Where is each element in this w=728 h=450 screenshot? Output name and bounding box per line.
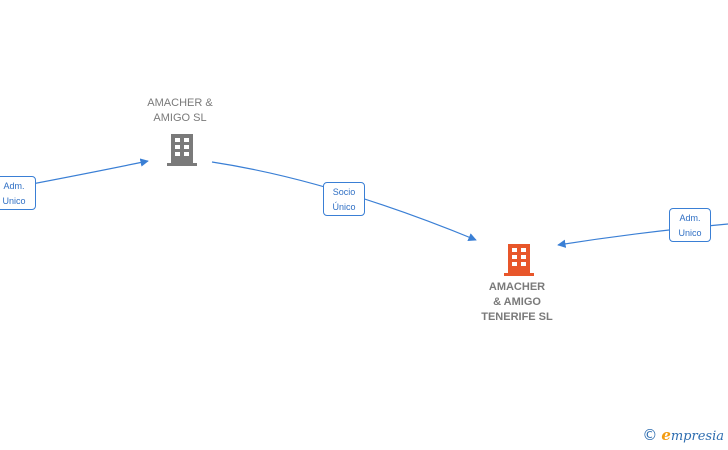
edge-label-right-adm[interactable]: Adm. Unico [669, 208, 711, 242]
node-label-line: AMACHER [488, 281, 546, 293]
node-amacher-amigo-label: AMACHER & AMIGO SL [130, 96, 230, 126]
edge-label-line: Unico [678, 228, 702, 238]
node-amacher-tenerife-label: AMACHER & AMIGO TENERIFE SL [462, 280, 572, 325]
node-label-line: & AMIGO [493, 296, 541, 308]
edge-label-socio[interactable]: Socio Único [323, 182, 365, 216]
edge-label-line: Unico [2, 196, 26, 206]
edge-label-line: Único [332, 202, 356, 212]
edge-label-line: Adm. [679, 213, 701, 223]
brand-logo: empresia [661, 426, 724, 444]
footer-brand: © empresia [642, 426, 724, 444]
node-label-line: AMACHER & [147, 97, 213, 109]
brand-initial: e [661, 426, 671, 444]
edge-label-line: Socio [332, 187, 356, 197]
building-icon-main[interactable] [503, 242, 535, 276]
node-label-line: TENERIFE SL [481, 311, 553, 323]
edge-label-left-adm[interactable]: Adm. Unico [0, 176, 36, 210]
edge-label-line: Adm. [3, 181, 25, 191]
copyright-icon: © [642, 426, 658, 444]
brand-rest: mpresia [670, 429, 724, 444]
node-label-line: AMIGO SL [153, 112, 207, 124]
building-icon[interactable] [166, 132, 198, 166]
